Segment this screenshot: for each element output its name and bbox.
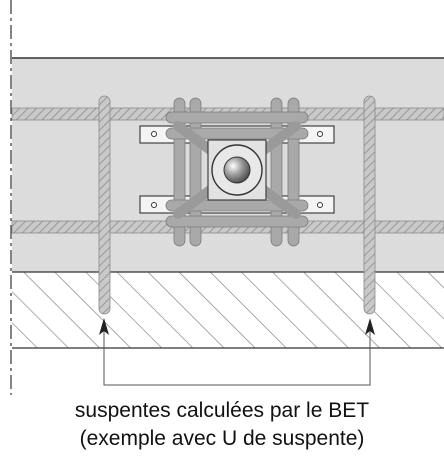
annotation-line-2: (exemple avec U de suspente)	[79, 427, 365, 450]
arrowhead-right	[365, 318, 375, 335]
arrowhead-left	[99, 318, 109, 335]
suspension-rod-right	[363, 95, 376, 315]
leader-line	[103, 330, 371, 386]
central-anchor-assembly	[139, 97, 335, 247]
anchor-ball	[223, 156, 251, 184]
suspension-rod-left	[98, 95, 111, 315]
annotation-arrows	[99, 318, 375, 386]
annotation-line-1: suspentes calculées par le BET	[74, 399, 370, 422]
